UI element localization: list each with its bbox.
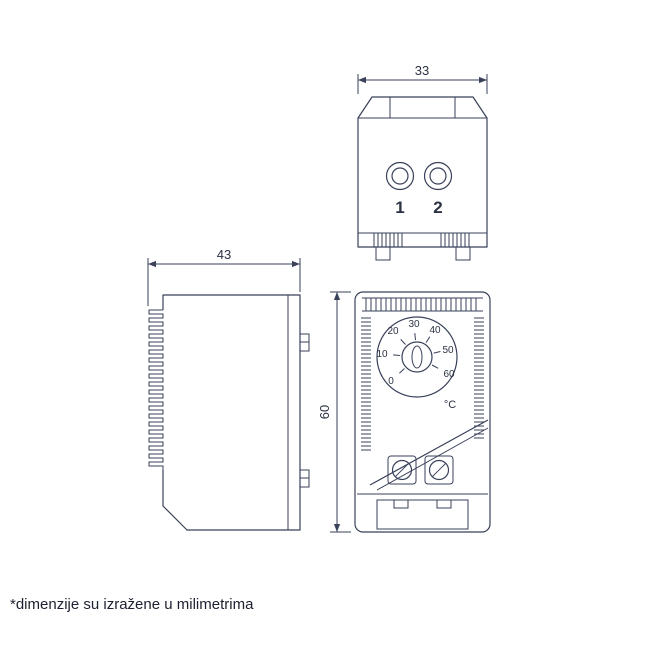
- screw-1: [391, 459, 413, 481]
- terminal-1-label: 1: [395, 198, 404, 217]
- front-view: 0 10 20 30 40 50 60 °C: [354, 291, 491, 533]
- terminal-2-inner: [429, 167, 447, 185]
- top-view-vent-slots: [373, 233, 470, 247]
- dial-label-0: 0: [388, 376, 394, 387]
- top-view: 1 2: [357, 96, 488, 261]
- dim-60-label: 60: [317, 405, 332, 419]
- front-top-vent-slots: [365, 298, 477, 311]
- screw-1-slot: [394, 462, 410, 478]
- dial-label-30: 30: [408, 319, 420, 330]
- terminal-1-outer: [385, 161, 415, 191]
- side-view-heatsink-fins: [148, 309, 164, 470]
- terminal-2-label: 2: [433, 198, 442, 217]
- front-diagonal-edge-2: [376, 427, 489, 491]
- din-rail-tab-left: [393, 499, 409, 509]
- side-view: [148, 294, 310, 531]
- dial-label-40: 40: [429, 325, 441, 336]
- front-diagonal-edge-1: [369, 419, 489, 486]
- terminal-2-outer: [423, 161, 453, 191]
- dial-knob-slot: [411, 345, 423, 369]
- dial-face: [376, 316, 458, 398]
- screw-2-slot: [431, 462, 447, 478]
- top-view-outline: [357, 96, 488, 248]
- temperature-unit-label: °C: [444, 399, 456, 411]
- dimension-33: 33: [357, 63, 488, 94]
- dial-label-20: 20: [387, 326, 399, 337]
- front-left-vent-slots: [361, 317, 371, 451]
- dial-label-10: 10: [376, 349, 388, 360]
- dial-label-60: 60: [443, 369, 455, 380]
- dial-label-50: 50: [442, 345, 454, 356]
- dim-33-label: 33: [415, 63, 429, 78]
- dial-knob: [401, 341, 433, 373]
- screw-2: [428, 459, 450, 481]
- screw-1-seat: [387, 455, 417, 485]
- top-view-left-foot: [375, 246, 391, 261]
- front-view-outline: [354, 291, 491, 533]
- top-view-right-foot: [455, 246, 471, 261]
- screw-2-seat: [424, 455, 454, 485]
- din-rail-cutout: [376, 499, 469, 530]
- din-rail-tab-right: [436, 499, 452, 509]
- front-right-vent-slots: [474, 317, 484, 439]
- terminal-1-inner: [391, 167, 409, 185]
- dimension-60: 60: [317, 291, 351, 533]
- dimension-43: 43: [147, 247, 301, 306]
- dim-43-label: 43: [217, 247, 231, 262]
- units-footnote: *dimenzije su izražene u milimetrima: [10, 596, 254, 613]
- side-view-outline: [162, 294, 301, 531]
- dial-tick-marks: [393, 333, 441, 374]
